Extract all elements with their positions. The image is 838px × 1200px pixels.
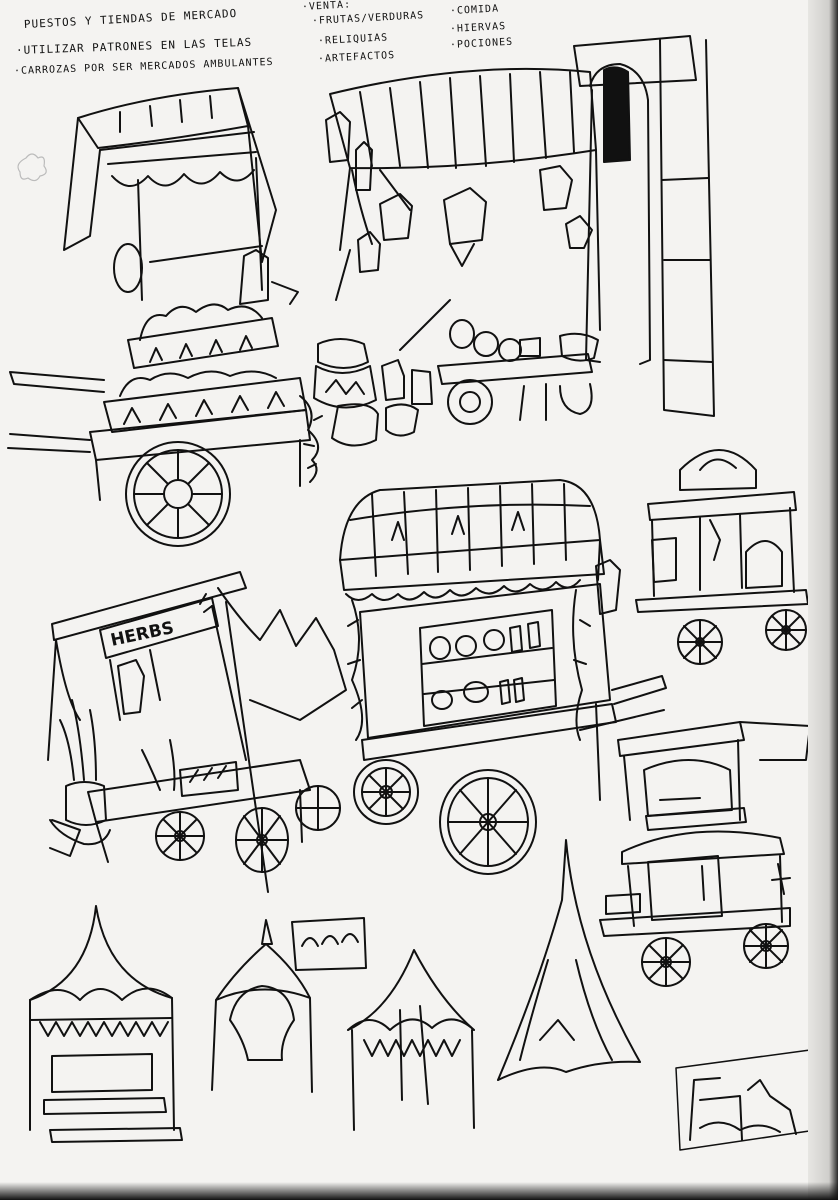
small-wagon-2-sketch: [618, 722, 810, 830]
tent-stall-1-sketch: [30, 906, 182, 1142]
tent-stall-3-sketch: [348, 950, 474, 1130]
page-bottom-edge: [0, 1182, 838, 1200]
page-binding-edge: [808, 0, 838, 1200]
tent-stall-2-sketch: [212, 918, 366, 1092]
small-wagon-1-sketch: [636, 450, 808, 664]
tent-stall-4-sketch: [498, 840, 640, 1080]
thumbnail-sketch: [676, 1050, 816, 1150]
herbs-stall-sketch: HERBS: [48, 572, 346, 892]
covered-wagon-sketch: [340, 480, 666, 874]
fruit-cart-sketch: [8, 88, 322, 546]
small-wagon-3-sketch: [600, 832, 790, 986]
arch-stall-sketch: [314, 36, 714, 446]
faint-doodle: [18, 154, 46, 181]
